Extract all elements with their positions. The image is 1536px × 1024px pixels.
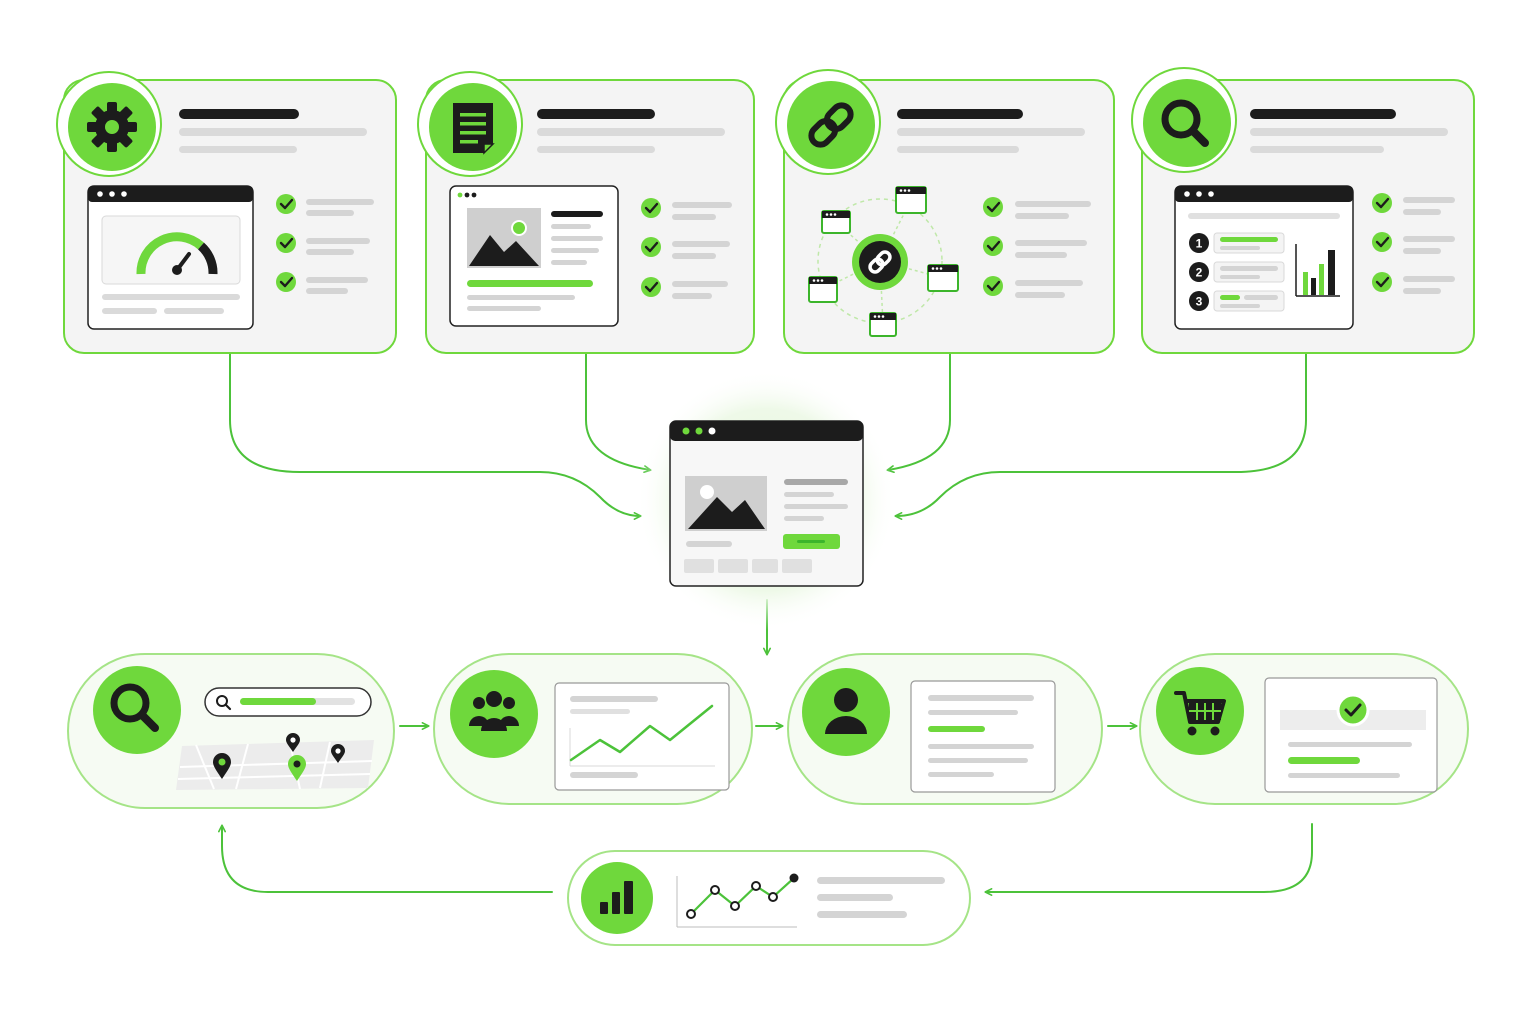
rank-number: 3 [1196, 295, 1203, 309]
rank-number: 2 [1196, 266, 1203, 280]
ranking-row: 3 [1189, 290, 1285, 312]
check-icon [641, 277, 661, 297]
card-title-bar [179, 109, 299, 119]
search-icon [110, 683, 159, 732]
connector-feedback-to-search [218, 824, 553, 893]
ranking-panel: 1 2 3 [1174, 185, 1354, 330]
linked-page-icon [821, 210, 851, 234]
card-title-bar [537, 109, 655, 119]
check-icon [1372, 232, 1392, 252]
check-icon [1372, 272, 1392, 292]
checklist [276, 194, 374, 294]
ranking-row: 2 [1189, 261, 1285, 283]
checklist [983, 197, 1091, 298]
check-icon [983, 276, 1003, 296]
hub-webpage [636, 370, 896, 630]
check-icon [983, 197, 1003, 217]
connector-content-to-hub [585, 353, 652, 474]
users-icon [469, 691, 519, 731]
local-map [176, 733, 374, 790]
rank-number: 1 [1196, 237, 1203, 251]
map-pin-icon [331, 744, 345, 763]
user-icon [825, 688, 867, 734]
journey-step-lead [787, 653, 1103, 805]
check-icon [641, 198, 661, 218]
ranking-row: 1 [1189, 232, 1285, 254]
check-icon [276, 194, 296, 214]
article-panel [449, 185, 619, 327]
bar-chart-icon [600, 881, 633, 914]
linked-page-icon [808, 276, 838, 303]
mini-bar-chart-icon [1295, 244, 1340, 297]
linked-page-icon [927, 264, 959, 292]
card-links [775, 69, 1115, 354]
card-research: 1 2 3 [1131, 67, 1475, 354]
link-hub-icon [868, 250, 892, 274]
linked-page-icon [869, 312, 897, 337]
analytics-trend [676, 873, 799, 928]
journey-step-purchase [1139, 653, 1469, 805]
check-icon [276, 233, 296, 253]
speed-panel [87, 185, 254, 330]
connector-purchase-to-feedback [984, 823, 1313, 896]
link-icon [808, 102, 854, 148]
image-placeholder-icon [685, 476, 767, 531]
check-icon [983, 236, 1003, 256]
card-content [417, 71, 755, 354]
order-confirmation-panel [1264, 677, 1438, 793]
connector-technical-to-hub [229, 353, 642, 520]
search-icon [216, 695, 232, 711]
search-icon [1161, 99, 1209, 147]
checklist [641, 198, 732, 299]
journey-step-audience [433, 653, 753, 805]
card-title-bar [1250, 109, 1396, 119]
link-network [808, 186, 959, 337]
speedometer-icon [136, 232, 218, 275]
journey-step-search [67, 653, 395, 809]
lead-form-panel [910, 680, 1056, 793]
connector-links-to-hub [886, 353, 951, 474]
search-bar [204, 687, 372, 717]
check-icon [1372, 193, 1392, 213]
connector-research-to-hub [894, 353, 1307, 520]
cart-icon [1174, 691, 1226, 736]
image-placeholder-icon [467, 208, 541, 268]
connectors [218, 353, 1313, 896]
success-check-icon [1336, 693, 1370, 727]
check-icon [641, 237, 661, 257]
map-pin-icon [288, 755, 306, 781]
card-title-bar [897, 109, 1023, 119]
map-pin-icon [286, 733, 300, 752]
document-icon [453, 103, 495, 155]
linked-page-icon [895, 186, 927, 214]
check-icon [276, 272, 296, 292]
trend-line [569, 704, 714, 762]
feedback-analytics [567, 850, 971, 946]
checklist [1372, 193, 1455, 294]
traffic-chart-panel [554, 682, 730, 791]
map-pin-icon [213, 753, 231, 779]
card-technical [56, 71, 397, 354]
gear-icon [87, 102, 137, 152]
